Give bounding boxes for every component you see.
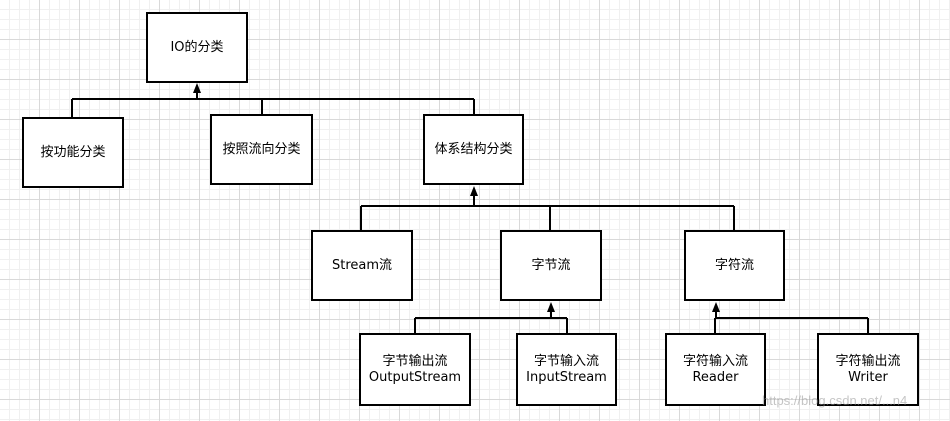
node-label-line1: 字符输出流 — [835, 353, 901, 369]
node-io-classification[interactable]: IO的分类 — [146, 12, 248, 83]
node-label: Stream流 — [331, 257, 393, 273]
node-label: 按功能分类 — [40, 144, 106, 160]
watermark: https://blog.csdn.net/...n4 — [762, 393, 908, 408]
node-by-architecture[interactable]: 体系结构分类 — [423, 114, 524, 185]
node-byte-input-stream[interactable]: 字节输入流 InputStream — [516, 333, 617, 406]
node-byte-stream[interactable]: 字节流 — [500, 230, 602, 301]
node-label: 按照流向分类 — [222, 141, 301, 157]
arrowhead-root — [193, 83, 201, 93]
node-by-direction[interactable]: 按照流向分类 — [210, 114, 313, 185]
node-by-function[interactable]: 按功能分类 — [22, 117, 124, 188]
node-label-line1: 字节输出流 — [382, 353, 448, 369]
arrowhead-char-stream — [712, 302, 720, 312]
node-label-line2: InputStream — [526, 369, 607, 385]
node-label-line2: Reader — [692, 369, 739, 385]
node-label-line1: 字符输入流 — [682, 353, 748, 369]
arrowhead-byte-stream — [547, 302, 555, 312]
node-label-line2: Writer — [848, 369, 888, 385]
node-label-line2: OutputStream — [368, 369, 462, 385]
node-label: IO的分类 — [170, 39, 224, 55]
node-char-stream[interactable]: 字符流 — [684, 230, 785, 301]
node-stream[interactable]: Stream流 — [311, 230, 413, 301]
node-label: 字节流 — [531, 257, 571, 273]
node-label-line1: 字节输入流 — [533, 353, 599, 369]
node-byte-output-stream[interactable]: 字节输出流 OutputStream — [359, 333, 471, 406]
node-char-input-stream[interactable]: 字符输入流 Reader — [665, 333, 766, 406]
node-label: 体系结构分类 — [434, 141, 513, 157]
node-char-output-stream[interactable]: 字符输出流 Writer — [817, 333, 919, 406]
arrowhead-architecture — [470, 186, 478, 196]
node-label: 字符流 — [714, 257, 754, 273]
